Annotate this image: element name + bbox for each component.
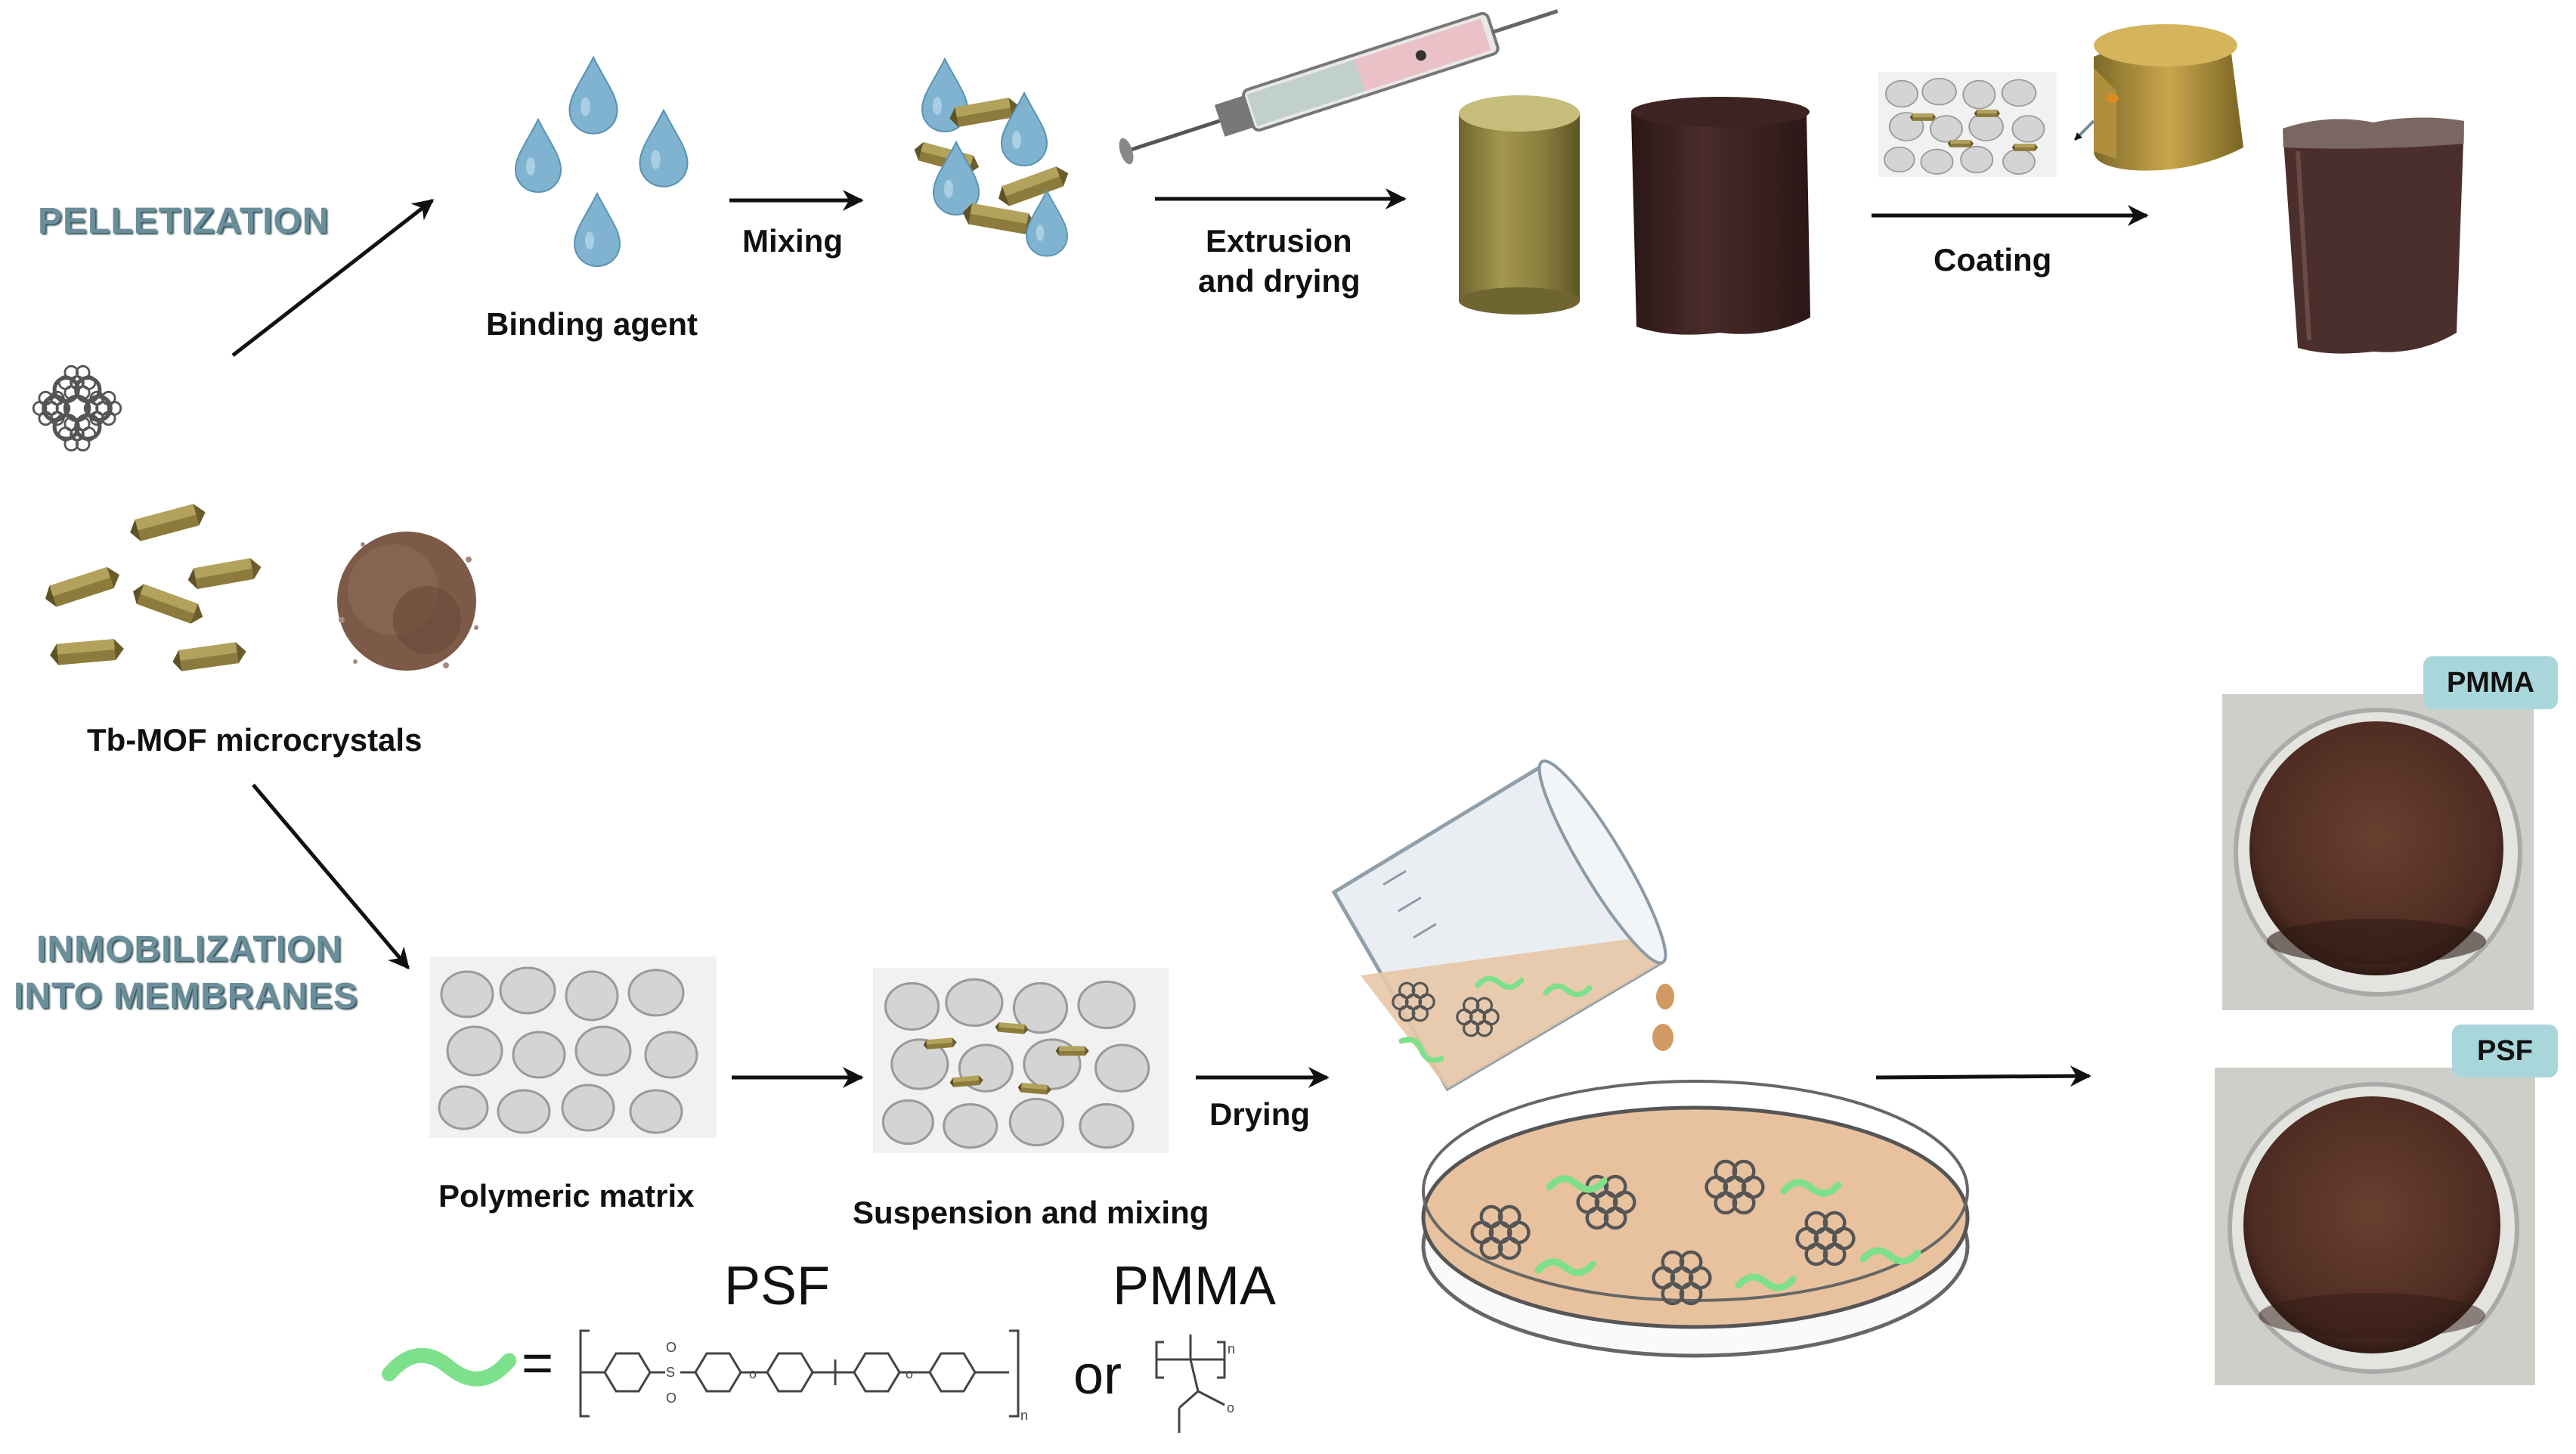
psf-atoms: S O O o o n <box>666 1340 1028 1423</box>
suspension-icon <box>872 966 1170 1155</box>
svg-text:o: o <box>906 1366 913 1381</box>
arrows <box>231 188 2149 1088</box>
immobilization-title-line2: INTO MEMBRANES <box>14 976 358 1016</box>
extrusion-label-line2: and drying <box>1198 263 1361 299</box>
coated-pellet-icon <box>2283 117 2464 354</box>
pmma-membrane-photo <box>2222 694 2534 1010</box>
suspension-label: Suspension and mixing <box>853 1195 1209 1230</box>
equals-sign: = <box>522 1333 554 1394</box>
svg-text:o: o <box>1227 1400 1234 1415</box>
psf-structure-icon <box>579 1329 1020 1418</box>
svg-text:S: S <box>666 1365 675 1380</box>
binding-agent-drops-icon <box>515 56 689 267</box>
pmma-formula-label: PMMA <box>1113 1256 1276 1316</box>
polymer-matrix-icon <box>428 955 718 1139</box>
mof-microcrystals-label: Tb-MOF microcrystals <box>87 722 423 758</box>
mof-powder-icon <box>337 532 478 671</box>
coating-icon <box>1878 24 2243 178</box>
mof-structure-icon <box>32 364 122 452</box>
svg-text:n: n <box>1228 1341 1235 1356</box>
beaker-icon <box>1331 759 1674 1092</box>
arrow-to-pelletization <box>231 199 435 357</box>
immobilization-title-line1: INMOBILIZATION <box>36 929 343 969</box>
syringe-icon <box>1119 9 1559 165</box>
svg-text:n: n <box>1020 1408 1028 1423</box>
polymer-chain-icon <box>389 1356 509 1379</box>
mixture-icon <box>912 58 1073 257</box>
dried-pellet-icon <box>1631 97 1810 335</box>
svg-text:O: O <box>666 1390 677 1406</box>
mixing-label: Mixing <box>742 223 843 259</box>
coating-label: Coating <box>1934 242 2052 277</box>
pmma-result-tag: PMMA <box>2423 656 2558 709</box>
binding-agent-label: Binding agent <box>486 306 698 342</box>
svg-text:o: o <box>749 1366 757 1381</box>
arrow-to-membranes <box>252 783 410 970</box>
raw-pellet-icon <box>1459 95 1580 315</box>
pmma-structure-icon <box>1155 1335 1226 1433</box>
pelletization-title: PELLETIZATION <box>38 201 330 241</box>
polymeric-matrix-label: Polymeric matrix <box>438 1178 695 1214</box>
svg-text:O: O <box>666 1340 677 1355</box>
extrusion-label-line1: Extrusion <box>1206 223 1352 259</box>
drying-label: Drying <box>1209 1096 1311 1132</box>
mof-crystals-icon <box>42 501 263 673</box>
psf-formula-label: PSF <box>724 1256 831 1316</box>
petri-dish-icon <box>1421 1080 1970 1358</box>
psf-membrane-photo <box>2215 1068 2535 1385</box>
arrow-to-result <box>1875 1065 2091 1087</box>
psf-result-tag: PSF <box>2452 1025 2558 1077</box>
or-label: or <box>1073 1345 1122 1406</box>
